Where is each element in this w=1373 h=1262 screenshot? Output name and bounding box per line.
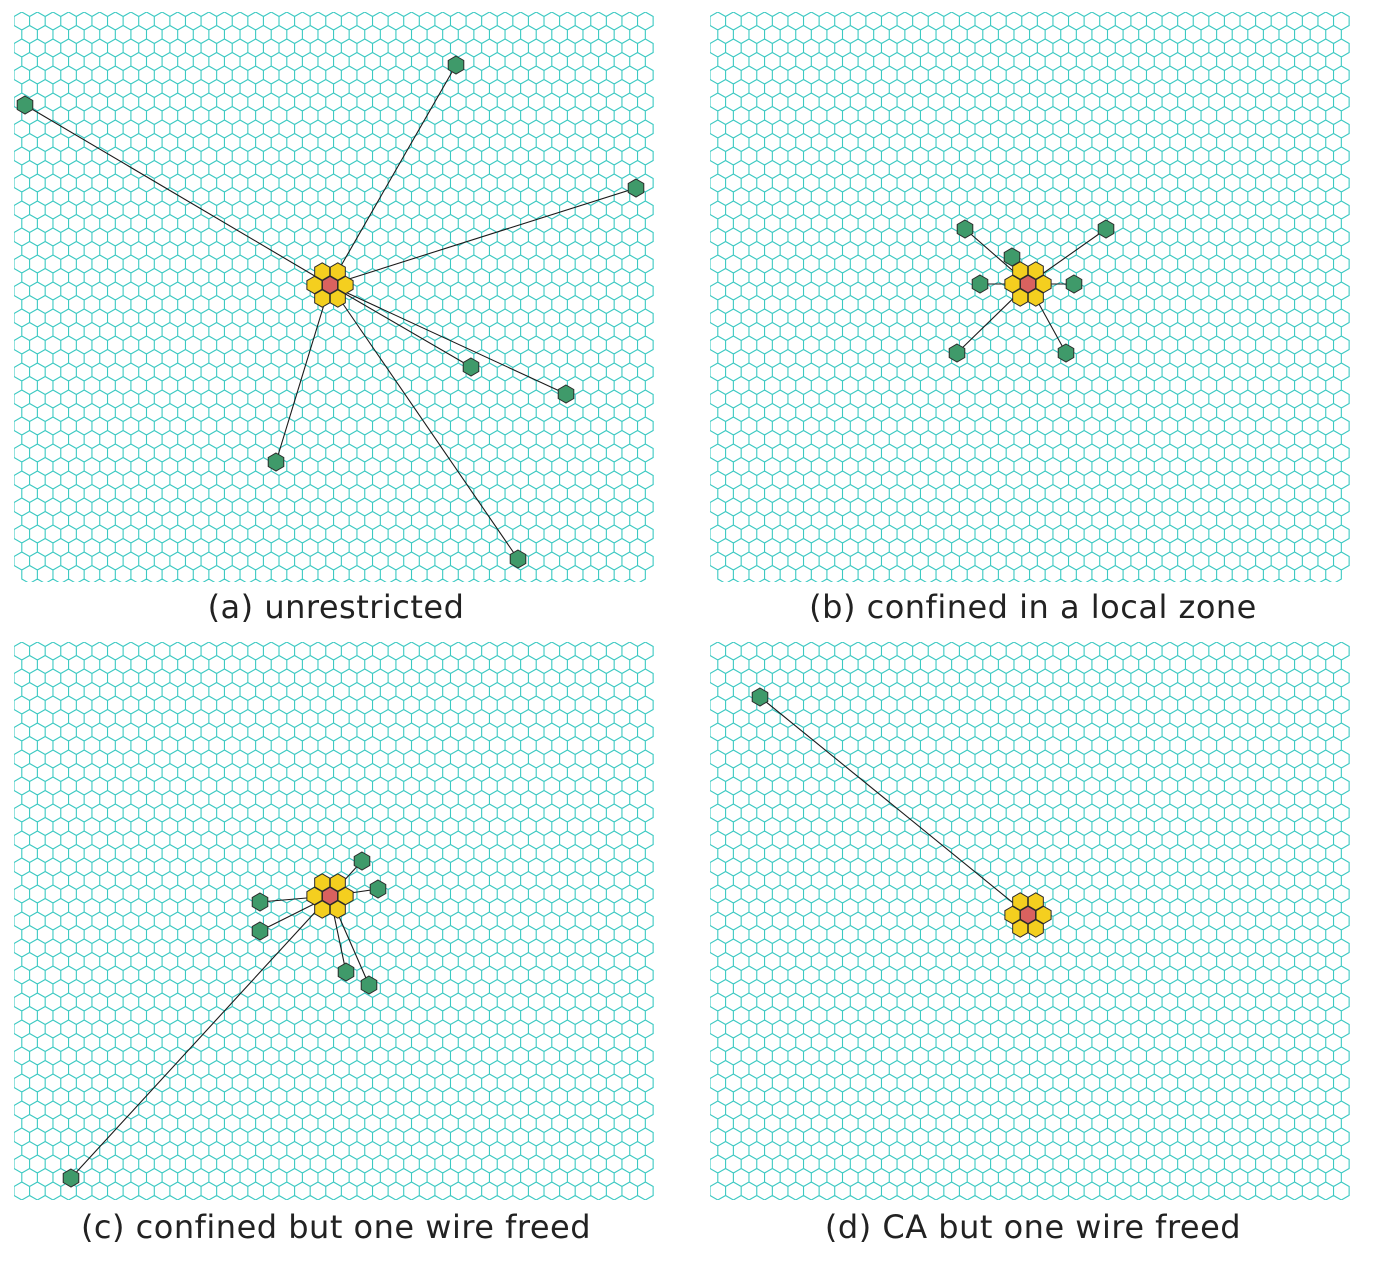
endpoint-node	[337, 962, 355, 982]
endpoint-node	[447, 55, 465, 75]
endpoint-node	[557, 384, 575, 404]
neighbor-cell	[306, 275, 323, 295]
endpoint-node	[956, 219, 974, 239]
hex-grid	[710, 642, 1350, 1200]
endpoint-node	[369, 879, 387, 899]
neighbor-cell	[1012, 919, 1029, 938]
panel-caption: (c) confined but one wire freed	[80, 1208, 592, 1246]
hex-grid	[14, 642, 654, 1200]
hex-grid-figure	[710, 642, 1350, 1200]
endpoint-node	[948, 343, 966, 363]
center-cell	[321, 275, 339, 295]
cell-cluster	[306, 873, 354, 919]
panel-caption: (b) confined in a local zone	[809, 588, 1257, 626]
panel-ca-one-wire-freed: (d) CA but one wire freed	[710, 642, 1356, 1252]
endpoint-node	[1057, 343, 1075, 363]
center-cell	[1019, 905, 1037, 925]
endpoint-node	[353, 851, 371, 871]
endpoint-nodes	[751, 687, 769, 707]
panel-caption: (d) CA but one wire freed	[824, 1208, 1242, 1246]
panel-unrestricted: (a) unrestricted	[14, 12, 658, 634]
panel-caption: (a) unrestricted	[207, 588, 465, 626]
endpoint-node	[360, 975, 378, 995]
hex-grid	[710, 12, 1350, 582]
neighbor-cell	[1012, 892, 1029, 911]
neighbor-cell	[314, 900, 331, 919]
wire-line	[329, 284, 519, 560]
neighbor-cell	[329, 873, 346, 892]
neighbor-cell	[1027, 919, 1044, 938]
neighbor-cell	[329, 900, 346, 919]
hex-grid-figure	[14, 642, 654, 1200]
endpoint-node	[462, 357, 480, 377]
neighbor-cell	[314, 262, 331, 281]
endpoint-node	[16, 95, 34, 115]
neighbor-cell	[314, 873, 331, 892]
wire-line	[70, 895, 331, 1179]
wire-line	[329, 284, 472, 368]
neighbor-cell	[1004, 274, 1021, 294]
neighbor-cell	[314, 289, 331, 308]
wires	[24, 64, 637, 560]
endpoint-node	[1097, 219, 1115, 239]
endpoint-node	[751, 687, 769, 707]
wire-line	[329, 284, 567, 395]
endpoint-node	[627, 178, 645, 198]
neighbor-cell	[1027, 261, 1044, 280]
endpoint-node	[251, 892, 269, 912]
neighbor-cell	[337, 275, 354, 295]
endpoint-node	[509, 549, 527, 569]
neighbor-cell	[329, 289, 346, 308]
wire-line	[275, 284, 331, 463]
center-cell	[321, 886, 339, 906]
cell-cluster	[1004, 261, 1052, 307]
hex-grid	[14, 12, 654, 582]
wire-line	[759, 696, 1029, 916]
endpoint-nodes	[16, 55, 645, 569]
endpoint-nodes	[948, 219, 1115, 363]
hex-grid-figure	[14, 12, 654, 582]
center-cell	[1019, 274, 1037, 294]
wires	[759, 696, 1029, 916]
neighbor-cell	[306, 886, 323, 906]
endpoint-node	[971, 274, 989, 294]
neighbor-cell	[1004, 905, 1021, 925]
neighbor-cell	[1012, 288, 1029, 307]
neighbor-cell	[329, 262, 346, 281]
neighbor-cell	[1027, 288, 1044, 307]
panel-confined-local-zone: (b) confined in a local zone	[710, 12, 1356, 634]
neighbor-cell	[337, 886, 354, 906]
endpoint-node	[267, 452, 285, 472]
cell-cluster	[306, 262, 354, 308]
endpoint-nodes	[62, 851, 387, 1188]
endpoint-node	[62, 1168, 80, 1188]
endpoint-node	[1003, 247, 1021, 267]
neighbor-cell	[1035, 274, 1052, 294]
cell-cluster	[1004, 892, 1052, 938]
panel-confined-one-wire-freed: (c) confined but one wire freed	[14, 642, 658, 1252]
hex-grid-figure	[710, 12, 1350, 582]
neighbor-cell	[1027, 892, 1044, 911]
wire-line	[329, 187, 637, 286]
endpoint-node	[1065, 274, 1083, 294]
neighbor-cell	[1035, 905, 1052, 925]
endpoint-node	[251, 921, 269, 941]
wire-line	[329, 64, 457, 286]
wire-line	[24, 104, 331, 286]
